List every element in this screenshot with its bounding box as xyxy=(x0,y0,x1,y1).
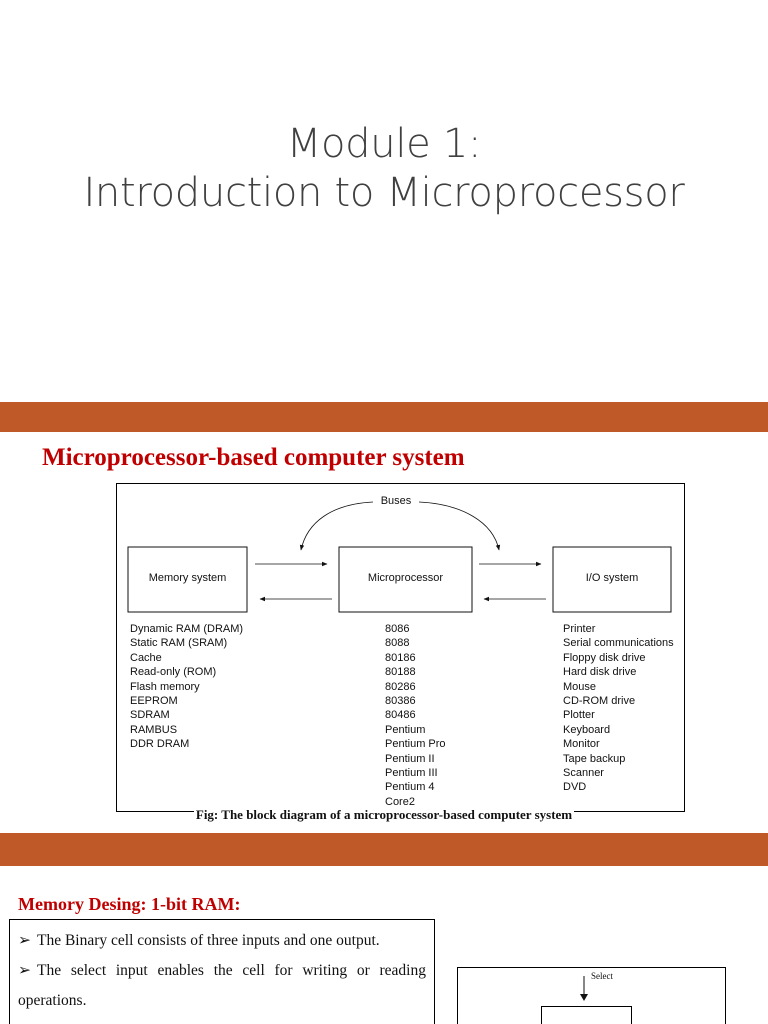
bus-arc-left xyxy=(299,501,374,551)
list-item: DDR DRAM xyxy=(130,738,190,751)
cpu-block xyxy=(338,546,473,613)
bullet-item: ➢The select input enables the cell for w… xyxy=(18,956,426,1016)
list-item: Printer xyxy=(563,623,596,635)
list-item: 8086 xyxy=(385,623,410,635)
accent-bar-top xyxy=(0,402,768,432)
list-item: RAMBUS xyxy=(130,723,178,736)
list-item: SDRAM xyxy=(130,709,170,722)
list-item: Read-only (ROM) xyxy=(130,666,217,679)
bullet-arrow-icon: ➢ xyxy=(18,932,31,949)
bullet-text: The select input enables the cell for wr… xyxy=(18,962,426,1009)
module-subtitle: Introduction to Microprocessor xyxy=(83,170,685,216)
binary-cell-block xyxy=(541,1006,632,1024)
list-item: Pentium Pro xyxy=(385,738,446,751)
list-item: 80386 xyxy=(385,695,416,708)
select-label: Select xyxy=(591,971,613,981)
cpu-block-label: Microprocessor xyxy=(367,572,444,584)
list-item: CD-ROM drive xyxy=(563,695,636,708)
list-item: Static RAM (SRAM) xyxy=(130,637,228,650)
block-diagram: Buses Memory system Microprocessor I/O s… xyxy=(116,483,685,812)
list-item: Floppy disk drive xyxy=(563,651,646,664)
list-item: Tape backup xyxy=(563,752,626,765)
select-arrow-icon xyxy=(580,976,588,1001)
list-item: 80186 xyxy=(385,651,416,664)
memory-block-label: Memory system xyxy=(148,572,227,584)
cpu-list: 8086 8088 80186 80188 80286 80386 80486 … xyxy=(385,622,446,809)
binary-cell-figure: Select xyxy=(457,967,726,1024)
bus-arc-right xyxy=(418,501,501,551)
buses-label: Buses xyxy=(380,495,412,507)
list-item: Flash memory xyxy=(130,680,200,693)
module-title: Module 1: xyxy=(286,121,482,167)
bullet-text: The Binary cell consists of three inputs… xyxy=(37,932,380,949)
list-item: 80486 xyxy=(385,709,416,722)
list-item: Serial communications xyxy=(563,637,674,650)
list-item: Keyboard xyxy=(563,723,611,736)
bullet-item: ➢ The Binary cell consists of three input… xyxy=(18,926,426,956)
memory-design-slide: Memory Desing: 1-bit RAM: ➢ The Binary ce… xyxy=(0,866,768,1024)
slide-heading: Memory Desing: 1-bit RAM: xyxy=(18,894,241,914)
list-item: EEPROM xyxy=(130,695,178,708)
list-item: 8088 xyxy=(385,637,410,650)
list-item: Pentium 4 xyxy=(385,781,435,794)
list-item: Pentium xyxy=(385,723,426,736)
title-slide: Module 1: Introduction to Microprocessor xyxy=(0,0,768,402)
memory-block xyxy=(127,546,248,613)
list-item: Mouse xyxy=(563,680,597,693)
list-item: DVD xyxy=(563,781,587,794)
list-item: Core2 xyxy=(385,795,415,808)
io-list: Printer Serial communications Floppy dis… xyxy=(563,622,674,795)
list-item: Cache xyxy=(130,651,162,664)
io-block-label: I/O system xyxy=(585,572,639,584)
memory-list: Dynamic RAM (DRAM) Static RAM (SRAM) Cac… xyxy=(130,622,243,752)
list-item: Monitor xyxy=(563,738,600,751)
list-item: Scanner xyxy=(563,767,604,780)
list-item: 80286 xyxy=(385,680,416,693)
diagram-graphics xyxy=(127,501,672,613)
figure-caption: Fig: The block diagram of a microprocess… xyxy=(0,807,768,822)
bullet-box: ➢ The Binary cell consists of three input… xyxy=(9,919,435,1024)
slide-heading: Microprocessor-based computer system xyxy=(42,444,465,471)
list-item: Hard disk drive xyxy=(563,666,637,679)
block-diagram-slide: Microprocessor-based computer system Bus… xyxy=(0,432,768,833)
list-item: Pentium III xyxy=(385,767,438,780)
figure-caption-text: Fig: The block diagram of a microprocess… xyxy=(193,807,575,822)
list-item: Pentium II xyxy=(385,752,435,765)
bullet-arrow-icon: ➢ xyxy=(18,962,31,979)
list-item: 80188 xyxy=(385,666,416,679)
accent-bar-bottom xyxy=(0,833,768,866)
io-block xyxy=(552,546,672,613)
list-item: Plotter xyxy=(563,709,595,722)
list-item: Dynamic RAM (DRAM) xyxy=(130,623,244,635)
